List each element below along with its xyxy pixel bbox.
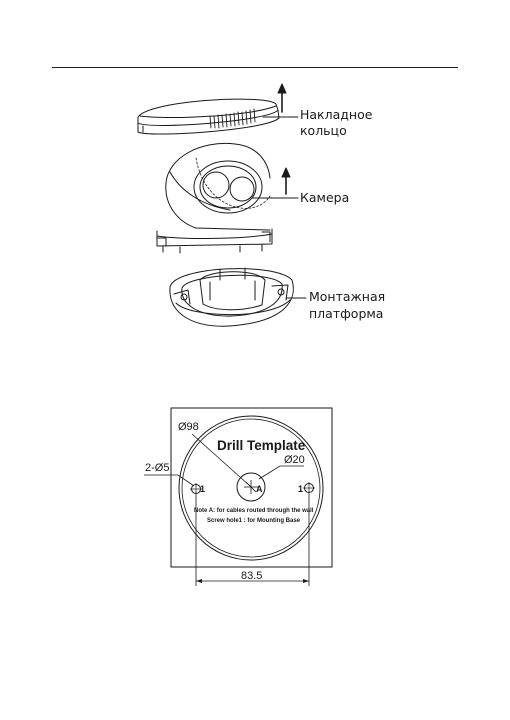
trim-ring-label-line1: Накладное (300, 107, 373, 122)
drill-template-note-line2: Screw hole1 : for Mounting Base (207, 518, 301, 524)
screw-hole-label: 2-Ø5 (145, 462, 170, 474)
center-hole-diameter-label: Ø20 (284, 454, 305, 466)
header-rule (52, 67, 458, 68)
camera-drawing (156, 142, 299, 254)
center-hole (236, 472, 266, 502)
camera-label: Камера (300, 190, 350, 205)
screw-hole-leader (144, 474, 195, 487)
outer-diameter-label: Ø98 (178, 421, 199, 433)
trim-ring-label-line2: кольцо (300, 123, 347, 138)
drill-template-sheet (170, 407, 333, 568)
mounting-base-drawing (169, 267, 307, 327)
drill-template-outer-circle (178, 415, 324, 561)
drill-template-inner-circle (181, 418, 321, 558)
trim-ring-drawing (137, 83, 299, 135)
center-diameter-leader (258, 465, 304, 480)
center-mark: A (256, 484, 263, 494)
hole-mark-left: 1 (200, 484, 206, 494)
drill-template-title: Drill Template (217, 438, 306, 453)
drill-template-note-line1: Note A: for cables routed through the wa… (194, 508, 314, 514)
hole-mark-right: 1 (298, 484, 304, 494)
mount-label-line1: Монтажная (309, 289, 386, 304)
mount-label-line2: платформа (309, 306, 384, 321)
hole-spacing-label: 83.5 (241, 570, 263, 582)
